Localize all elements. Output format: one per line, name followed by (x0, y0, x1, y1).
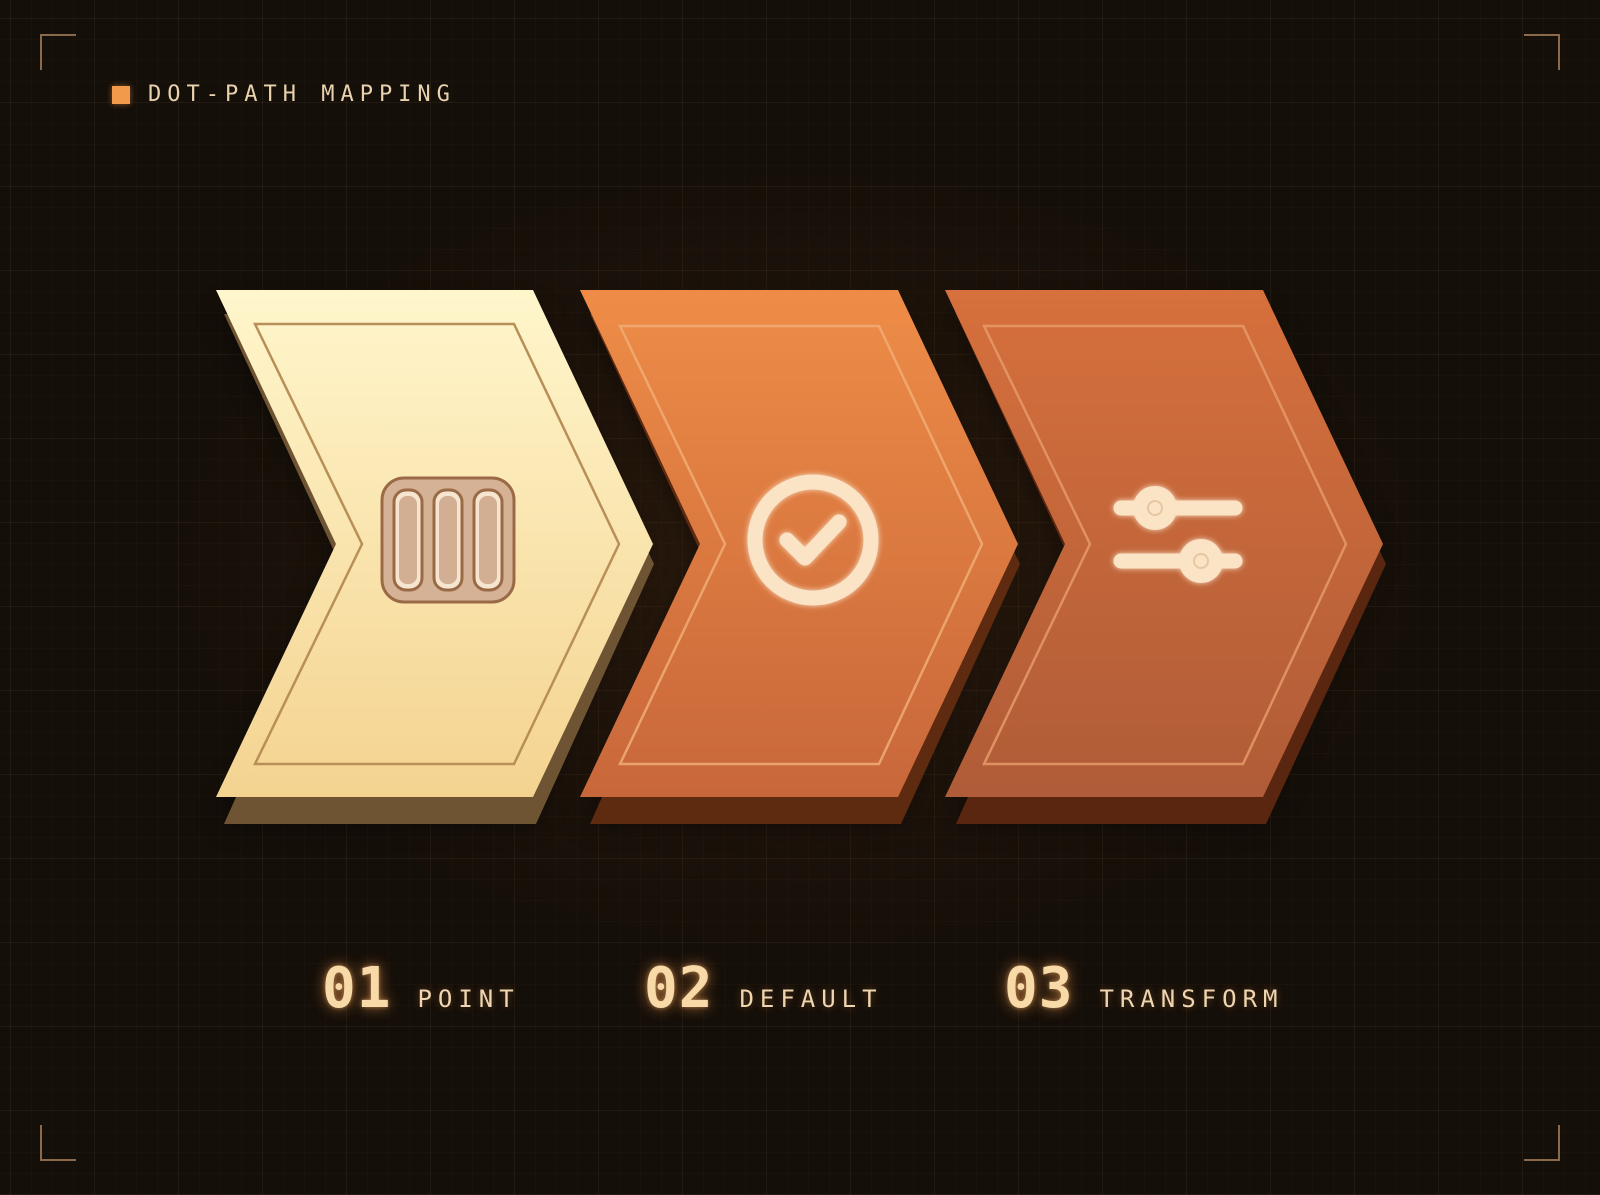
step-label-3: TRANSFORM (1099, 985, 1284, 1013)
header-marker-icon (112, 85, 130, 104)
step-caption-2: 02 DEFAULT (644, 956, 883, 1021)
diagram-title: DOT-PATH MAPPING (148, 82, 456, 107)
sliders-icon (1113, 486, 1243, 583)
corner-bracket-bottom-right (1524, 1125, 1560, 1161)
chevron-3-face (945, 290, 1383, 797)
chevron-step-1 (216, 290, 654, 824)
step-caption-3: 03 TRANSFORM (1004, 956, 1283, 1021)
corner-bracket-top-right (1524, 34, 1560, 70)
check-circle-icon (747, 474, 879, 606)
chevron-3-inner-outline (982, 324, 1348, 766)
chevron-step-2 (580, 290, 1020, 824)
step-number-2: 02 (644, 956, 714, 1021)
corner-bracket-top-left (40, 34, 76, 70)
chevron-step-3 (945, 290, 1386, 824)
step-label-2: DEFAULT (739, 985, 883, 1013)
step-number-3: 03 (1004, 956, 1074, 1021)
chevron-2-inner-outline (618, 324, 984, 766)
step-caption-1: 01 POINT (322, 956, 520, 1021)
text-cursor-segments-icon (380, 476, 516, 604)
step-label-1: POINT (417, 985, 520, 1013)
corner-bracket-bottom-left (40, 1125, 76, 1161)
chevron-1-inner-outline (253, 322, 621, 766)
step-number-1: 01 (322, 956, 392, 1021)
diagram-header: DOT-PATH MAPPING (112, 82, 456, 107)
